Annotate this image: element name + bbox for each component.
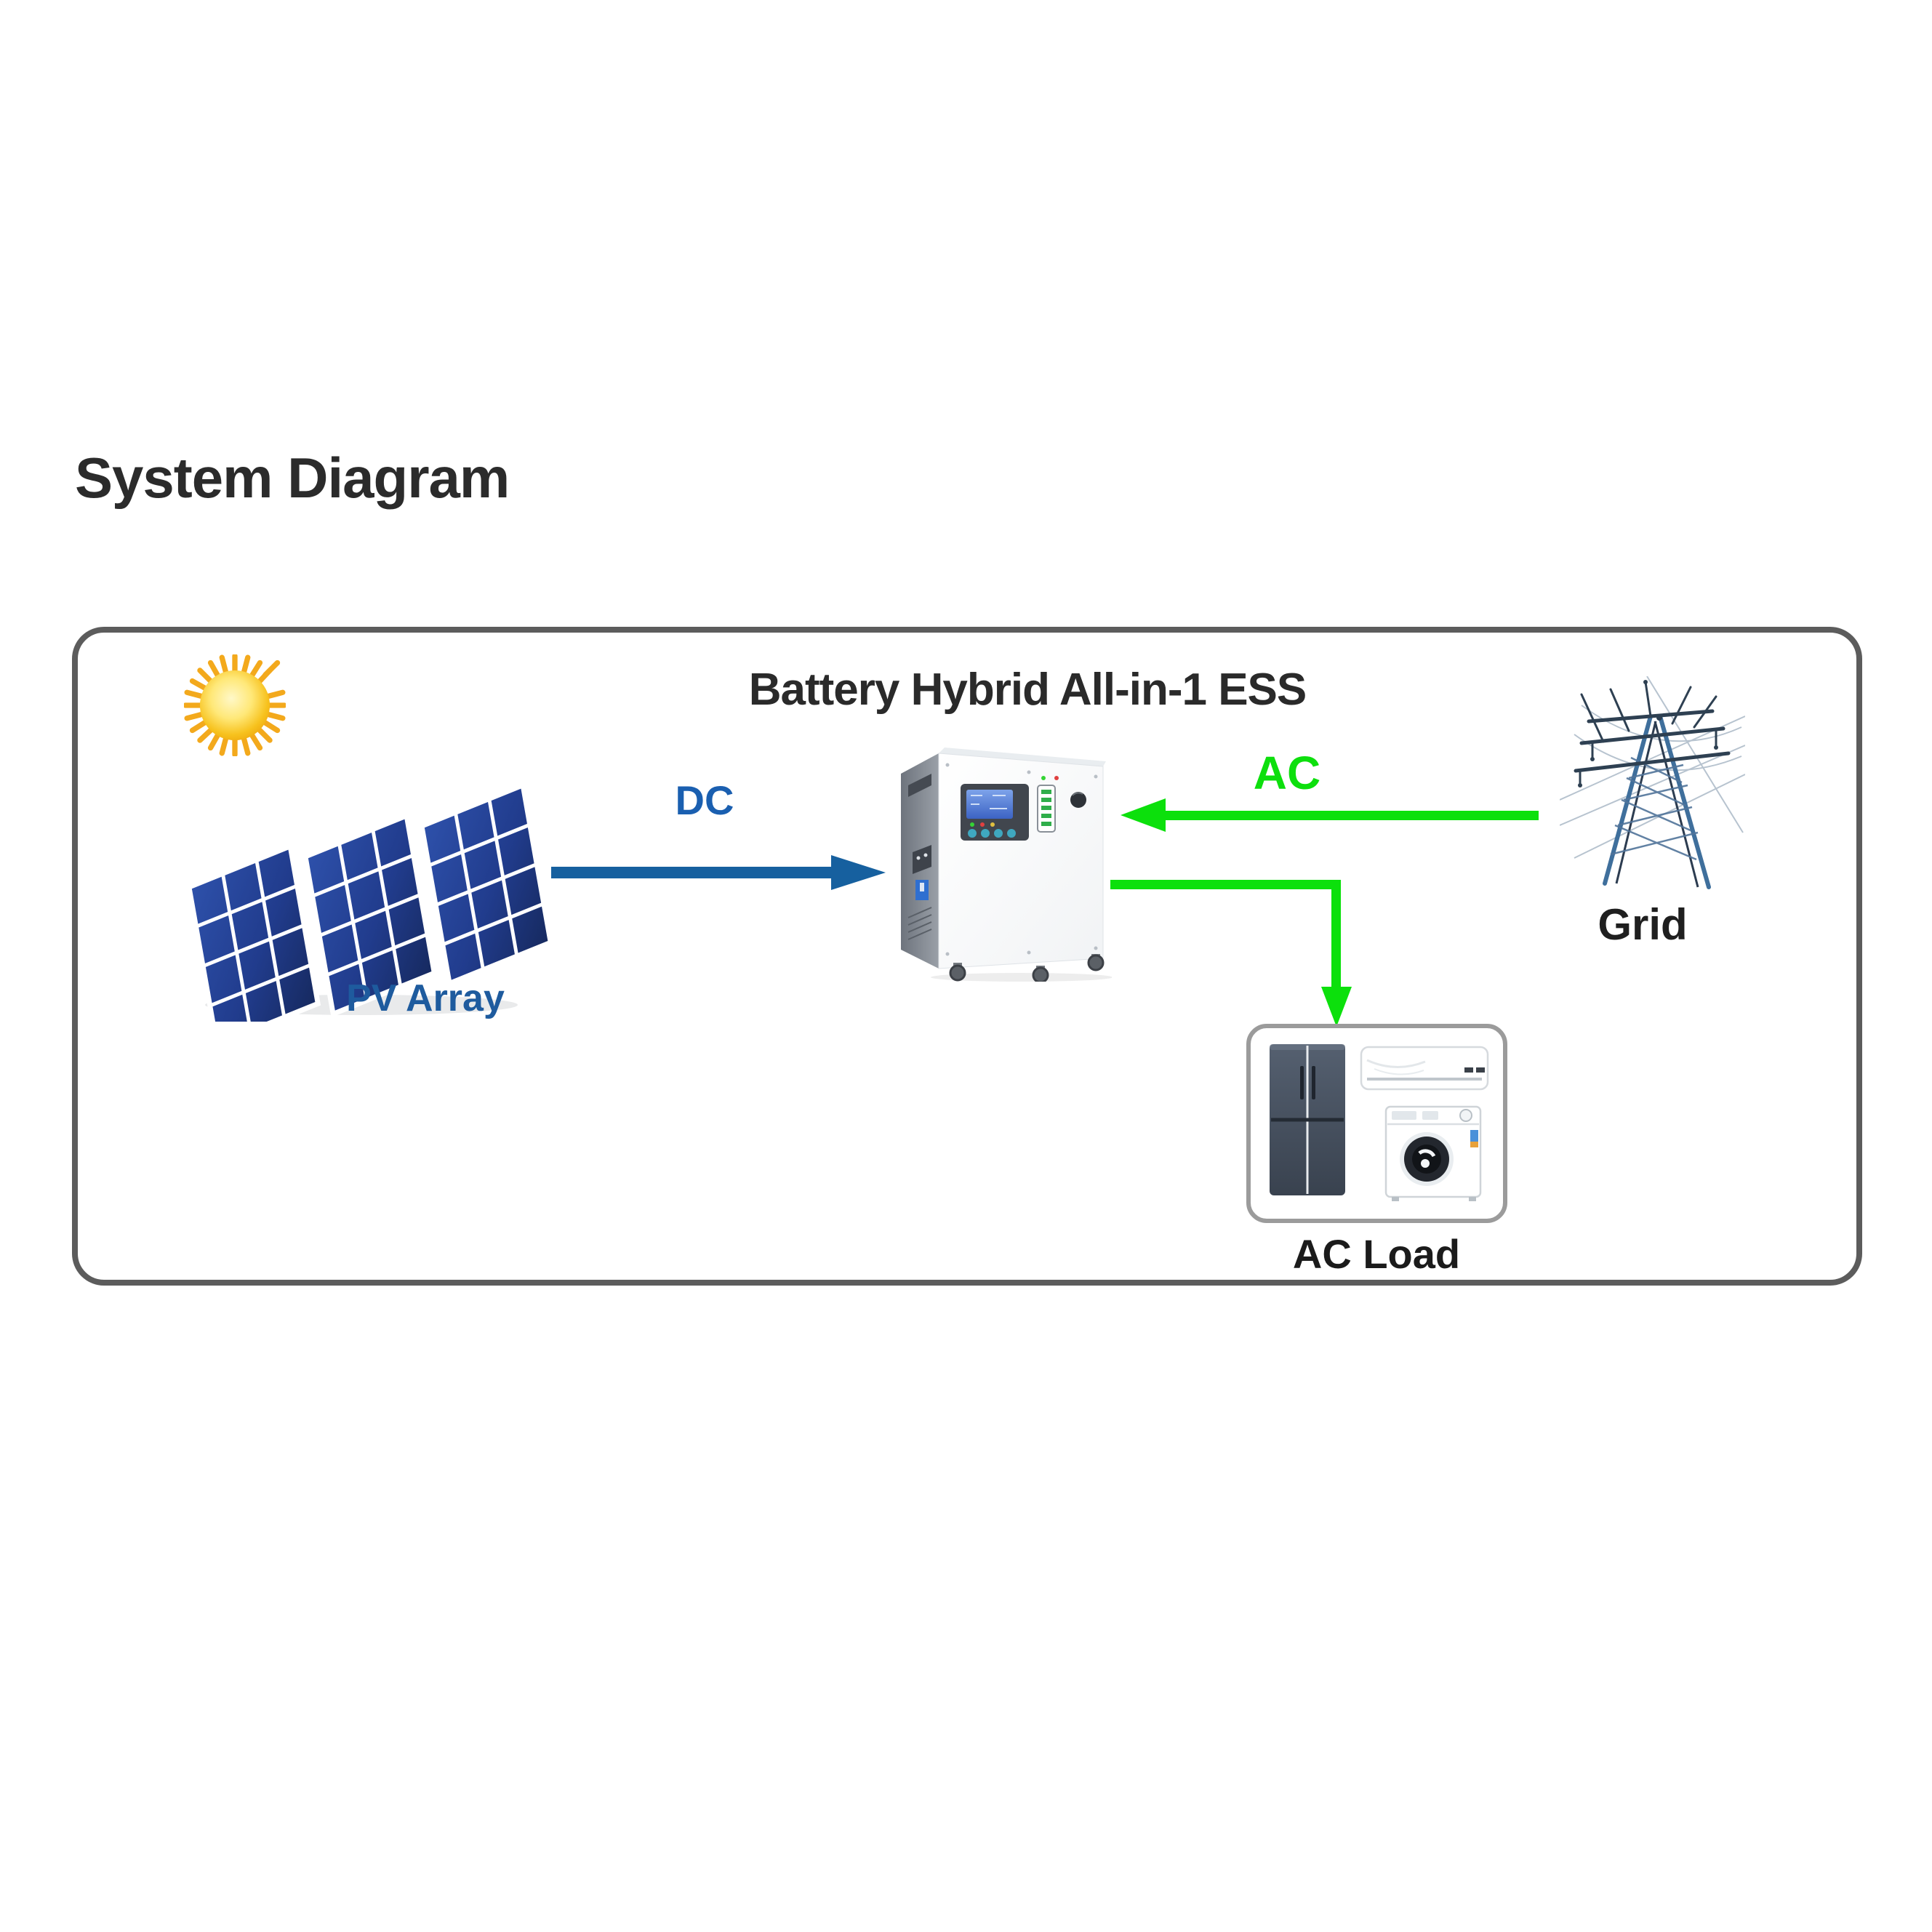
load-arrowhead-down-icon [1321,987,1352,1027]
ac-arrow [1121,798,1539,832]
ess-title: Battery Hybrid All-in-1 ESS [748,665,1307,715]
ac-load-appliances [1270,1044,1489,1201]
load-arrow-vertical-bar [1331,880,1341,987]
sun-icon [184,654,286,756]
dc-arrow-body [551,867,831,878]
ess-inverter-battery-unit-icon [901,747,1112,982]
ac-arrow-body [1166,811,1539,820]
load-arrow-horizontal-bar [1110,880,1341,889]
system-diagram-panel: PV Array Battery Hybrid All-in-1 ESS [72,627,1862,1286]
dc-arrowhead-right-icon [831,855,886,890]
solar-panels-icon [186,781,554,1022]
page-title: System Diagram [75,446,510,510]
ac-arrowhead-left-icon [1121,798,1166,832]
dc-arrow [551,855,886,890]
dc-flow-label: DC [675,777,734,823]
transmission-tower-icon [1560,676,1745,889]
ac-load-label: AC Load [1292,1231,1461,1277]
grid-label: Grid [1598,900,1688,949]
fridge-icon [1270,1044,1345,1195]
ac-flow-label: AC [1253,747,1321,799]
ac-load-box [1246,1024,1507,1223]
air-conditioner-icon [1360,1046,1489,1091]
washing-machine-icon [1384,1105,1482,1201]
pv-array-label: PV Array [346,977,505,1019]
ess-to-load-arrow [1110,880,1358,1027]
